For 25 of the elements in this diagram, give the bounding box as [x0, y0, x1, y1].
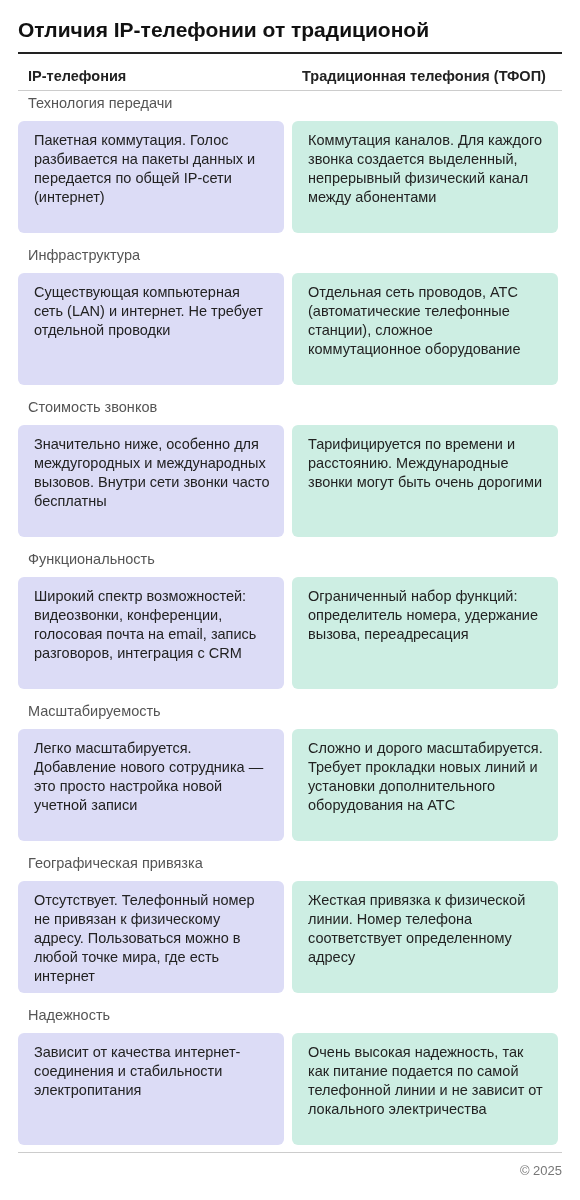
row-heading: Стоимость звонков: [28, 399, 158, 415]
column-header: Традиционная телефония (ТФОП): [302, 68, 546, 84]
comparison-cell: Коммутация каналов. Для каждого звонка создается выделенный, непрерывный физический канал между абонентами: [292, 121, 558, 233]
comparison-cell: Ограниченный набор функций: определитель номера, удержание вызова, переадресация: [292, 577, 558, 689]
row-heading: Инфраструктура: [28, 247, 141, 263]
row-heading: Надежность: [28, 1007, 111, 1023]
comparison-cell: Легко масштабируется. Добавление нового сотрудника — это просто настройка новой учетной записи: [18, 729, 284, 841]
comparison-cell: Пакетная коммутация. Голос разбивается на пакеты данных и передается по общей IP-сети (интернет): [18, 121, 284, 233]
comparison-cell: Отсутствует. Телефонный номер не привязан к физическому адресу. Пользоваться можно в любой точке мира, где есть интернет: [18, 881, 284, 993]
row-heading: Масштабируемость: [28, 703, 161, 719]
comparison-cell: Отдельная сеть проводов, АТС (автоматические телефонные станции), сложное коммутационное оборудование: [292, 273, 558, 385]
comparison-cell: Сложно и дорого масштабируется. Требует прокладки новых линий и установки дополнительного оборудования на АТС: [292, 729, 558, 841]
comparison-cell: Широкий спектр возможностей: видеозвонки, конференции, голосовая почта на email, запись разговоров, интеграция с CRM: [18, 577, 284, 689]
comparison-cell: Жесткая привязка к физической линии. Номер телефона соответствует определенному адресу: [292, 881, 558, 993]
title: Отличия IP-телефонии от традиционой: [18, 18, 430, 42]
comparison-cell: Существующая компьютерная сеть (LAN) и интернет. Не требует отдельной проводки: [18, 273, 284, 385]
row-heading: Функциональность: [28, 551, 155, 567]
comparison-cell: Значительно ниже, особенно для междугородных и международных вызовов. Внутри сети звонки часто бесплатны: [18, 425, 284, 537]
row-heading: Технология передачи: [28, 95, 173, 111]
comparison-cell: Очень высокая надежность, так как питание подается по самой телефонной линии и не зависит от локального электричества: [292, 1033, 558, 1145]
row-heading: Географическая привязка: [28, 855, 203, 871]
copyright-note: © 2025: [519, 1163, 562, 1178]
column-header: IP-телефония: [28, 68, 127, 84]
comparison-cell: Зависит от качества интернет-соединения и стабильности электропитания: [18, 1033, 284, 1145]
comparison-cell: Тарифицируется по времени и расстоянию. Международные звонки могут быть очень дорогими: [292, 425, 558, 537]
